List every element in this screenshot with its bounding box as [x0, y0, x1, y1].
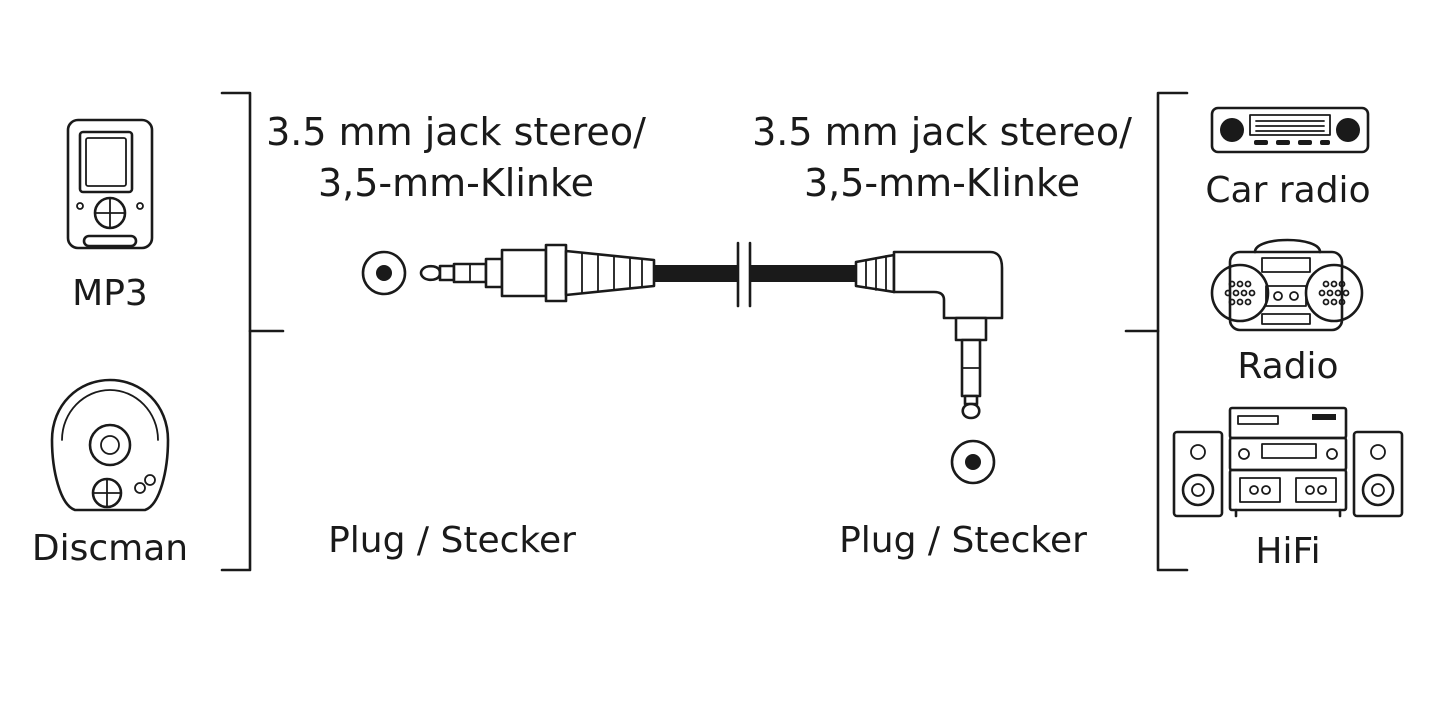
left-connector-title-line1: 3.5 mm jack stereo/ [266, 110, 646, 154]
boombox-radio-icon [1210, 238, 1364, 332]
mp3-label: MP3 [72, 273, 148, 314]
discman-icon [50, 378, 170, 512]
left-bracket [220, 91, 285, 572]
hifi-system-icon [1172, 406, 1404, 518]
right-connector-title-line1: 3.5 mm jack stereo/ [752, 110, 1132, 154]
left-plug-end-icon [361, 250, 407, 296]
hifi-label: HiFi [1255, 531, 1320, 572]
right-plug-label: Plug / Stecker [839, 520, 1087, 561]
radio-label: Radio [1237, 346, 1338, 387]
left-connector-title-line2: 3,5-mm-Klinke [318, 161, 594, 205]
straight-plug-icon [419, 243, 656, 303]
car-radio-label: Car radio [1205, 170, 1370, 211]
mp3-player-icon [66, 118, 154, 250]
car-radio-icon [1210, 106, 1370, 154]
right-bracket [1124, 91, 1189, 572]
left-plug-label: Plug / Stecker [328, 520, 576, 561]
cable [654, 241, 858, 308]
right-connector-title-line2: 3,5-mm-Klinke [804, 161, 1080, 205]
right-plug-end-icon [950, 439, 996, 485]
angled-plug-icon [854, 250, 1004, 420]
discman-label: Discman [32, 528, 188, 569]
